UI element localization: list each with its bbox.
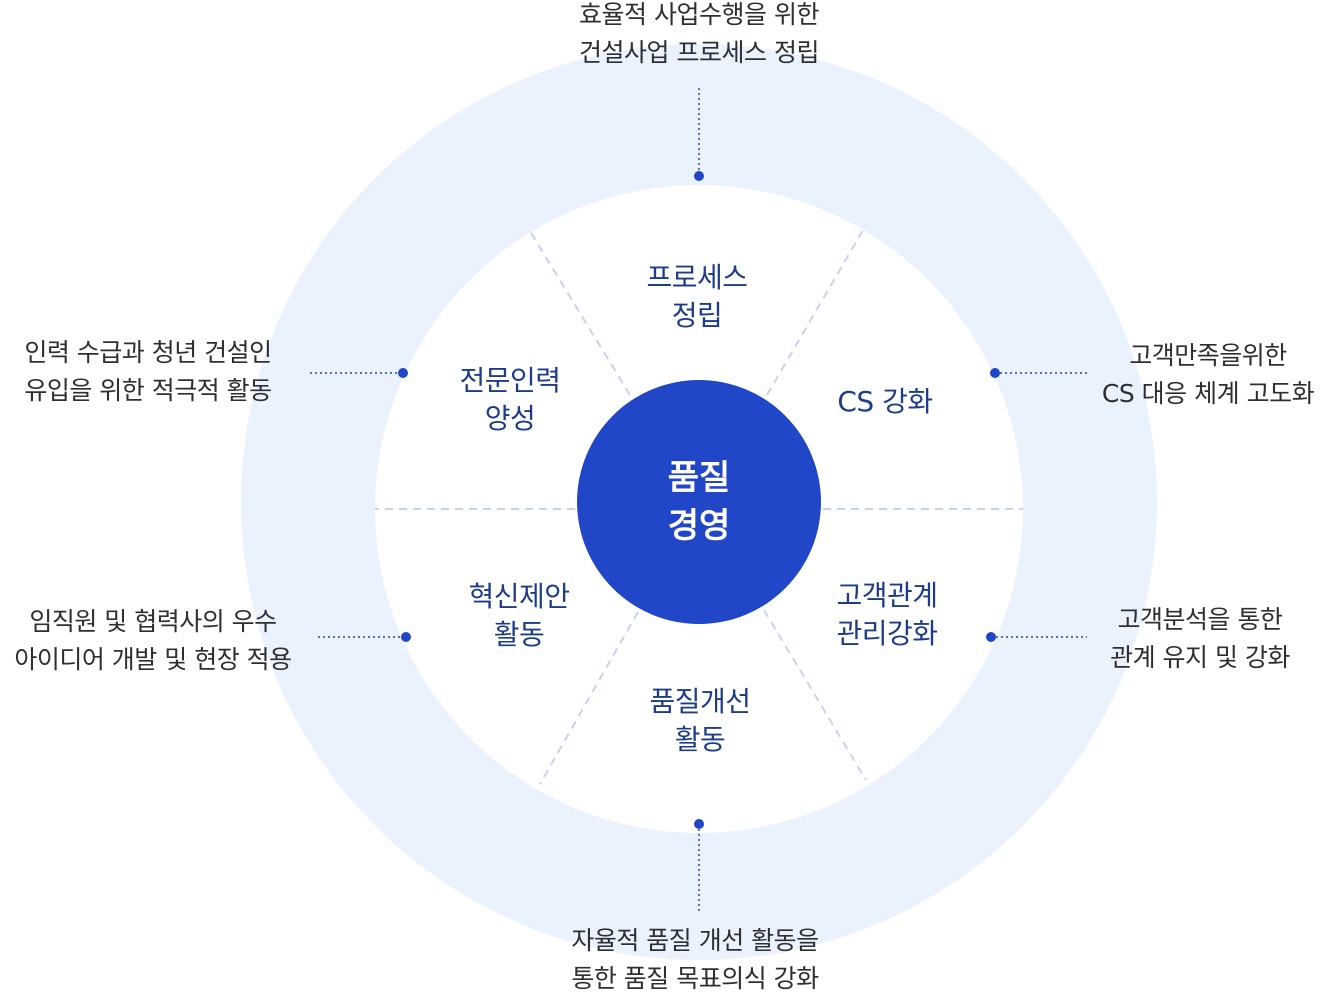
caption-line: 고객분석을 통한 (1117, 605, 1283, 634)
divider-line (527, 227, 631, 396)
caption-line: 임직원 및 협력사의 우수 (29, 607, 277, 636)
segment-label-customer-relation: 고객관계 관리강화 (836, 577, 938, 653)
marker-dot (990, 368, 1000, 378)
center-label: 품질 경영 (668, 454, 731, 550)
marker-dot (694, 819, 704, 829)
segment-label-process: 프로세스 정립 (646, 259, 748, 335)
caption-line: 인력 수급과 청년 건설인 (24, 338, 272, 367)
marker-dot (694, 171, 704, 181)
center-label-line: 경영 (667, 506, 731, 546)
segment-label-line: 정립 (671, 299, 723, 332)
caption-line: 건설사업 프로세스 정립 (579, 38, 819, 67)
caption-line: 자율적 품질 개선 활동을 (571, 926, 819, 955)
divider-line (763, 609, 867, 781)
caption-lower-left: 임직원 및 협력사의 우수 아이디어 개발 및 현장 적용 (14, 603, 292, 679)
center-disc (577, 380, 821, 624)
caption-top: 효율적 사업수행을 위한 건설사업 프로세스 정립 (579, 0, 819, 72)
segment-label-line: CS 강화 (837, 385, 933, 418)
divider-line (766, 224, 867, 396)
segment-label-line: 고객관계 (836, 579, 938, 612)
caption-bottom: 자율적 품질 개선 활동을 통한 품질 목표의식 강화 (571, 922, 819, 998)
caption-line: CS 대응 체계 고도화 (1101, 379, 1315, 408)
segment-label-cs: CS 강화 (837, 383, 933, 421)
marker-dot (986, 632, 996, 642)
segment-label-talent: 전문인력 양성 (459, 362, 561, 438)
caption-line: 아이디어 개발 및 현장 적용 (14, 645, 292, 674)
caption-line: 유입을 위한 적극적 활동 (24, 376, 272, 405)
caption-line: 효율적 사업수행을 위한 (579, 0, 819, 29)
segment-label-quality-improvement: 품질개선 활동 (649, 683, 751, 759)
caption-upper-left: 인력 수급과 청년 건설인 유입을 위한 적극적 활동 (24, 334, 272, 410)
caption-line: 관계 유지 및 강화 (1110, 643, 1290, 672)
segment-label-line: 관리강화 (836, 617, 938, 650)
segment-label-line: 프로세스 (646, 261, 748, 294)
divider-line (539, 611, 639, 785)
segment-label-line: 혁신제안 (468, 580, 570, 613)
segment-label-line: 활동 (493, 618, 545, 651)
segment-label-line: 전문인력 (459, 364, 561, 397)
marker-dot (401, 632, 411, 642)
segment-label-line: 품질개선 (649, 685, 751, 718)
segment-label-line: 활동 (674, 723, 726, 756)
caption-upper-right: 고객만족을위한 CS 대응 체계 고도화 (1101, 337, 1315, 413)
segment-label-line: 양성 (484, 402, 536, 435)
caption-line: 고객만족을위한 (1129, 341, 1287, 370)
center-label-line: 품질 (667, 458, 731, 498)
caption-lower-right: 고객분석을 통한 관계 유지 및 강화 (1110, 601, 1290, 677)
segment-label-innovation: 혁신제안 활동 (468, 578, 570, 654)
marker-dot (398, 368, 408, 378)
caption-line: 통한 품질 목표의식 강화 (571, 964, 819, 993)
